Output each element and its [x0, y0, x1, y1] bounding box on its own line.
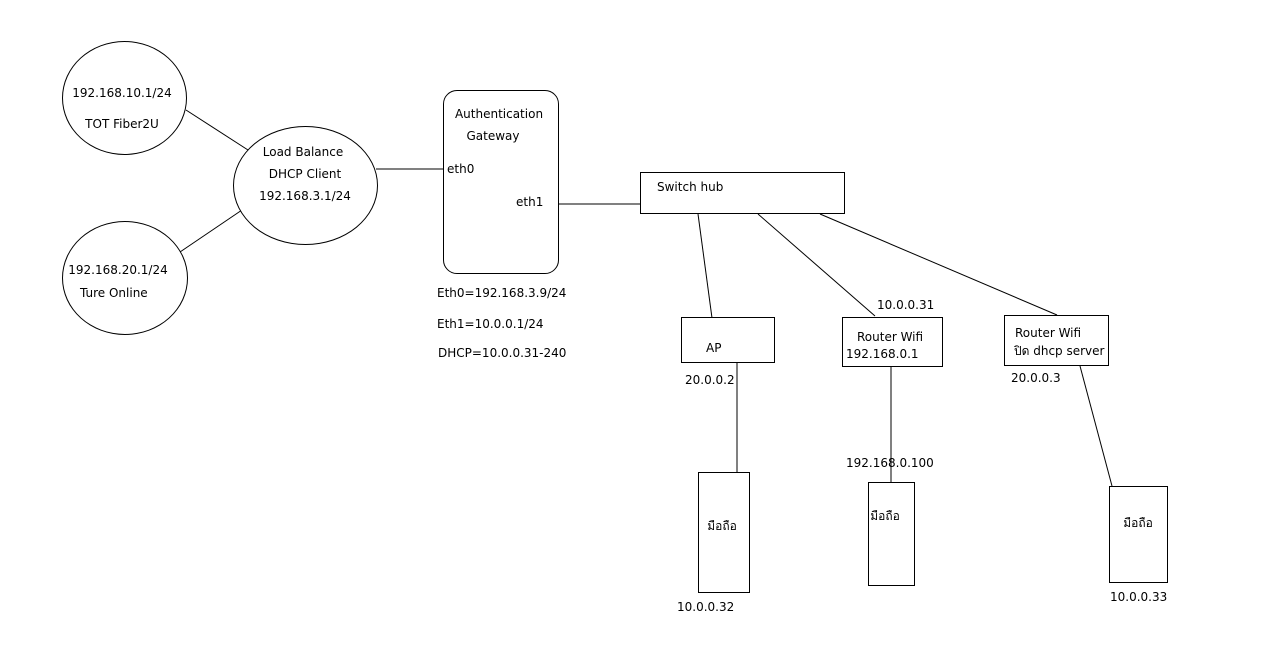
router1-title: Router Wifi	[857, 330, 924, 344]
router-wifi-1-node	[842, 317, 943, 367]
phone3-ip-label: 10.0.0.33	[1110, 590, 1168, 604]
gateway-dhcp-config: DHCP=10.0.0.31-240	[438, 346, 567, 360]
ap-ip-label: 20.0.0.2	[685, 373, 735, 387]
phone-2-node	[868, 482, 915, 586]
phone-1-node	[698, 472, 750, 593]
auth-gateway-subtitle: Gateway	[466, 129, 520, 143]
load-balance-dhcp-label: DHCP Client	[268, 167, 342, 181]
true-online-name-label: Ture Online	[80, 286, 148, 300]
load-balance-title: Load Balance	[262, 145, 344, 159]
true-online-node	[62, 221, 188, 335]
link-switch-router2	[819, 213, 1058, 316]
switch-hub-label: Switch hub	[657, 180, 724, 194]
auth-gateway-title: Authentication	[454, 107, 544, 121]
link-true-loadbalance	[179, 209, 243, 253]
auth-gateway-node	[443, 90, 559, 274]
link-router2-phone3	[1079, 365, 1113, 487]
gateway-eth0-config: Eth0=192.168.3.9/24	[437, 286, 567, 300]
switch-hub-node	[640, 172, 845, 214]
ap-label: AP	[706, 341, 722, 355]
tot-ip-label: 192.168.10.1/24	[72, 86, 172, 100]
ap-node	[681, 317, 775, 363]
phone1-label: มือถือ	[707, 519, 737, 533]
phone2-ip-label: 192.168.0.100	[846, 456, 934, 470]
eth1-port-label: eth1	[516, 195, 544, 209]
eth0-port-label: eth0	[447, 162, 475, 176]
tot-name-label: TOT Fiber2U	[85, 117, 159, 131]
router2-ip-label: 20.0.0.3	[1011, 371, 1061, 385]
link-switch-ap	[697, 213, 713, 319]
true-online-ip-label: 192.168.20.1/24	[68, 263, 168, 277]
router2-dhcp-off-label: ปิด dhcp server	[1014, 344, 1105, 358]
link-tot-loadbalance	[185, 109, 249, 151]
router1-ip-label: 192.168.0.1	[846, 347, 919, 361]
phone3-label: มือถือ	[1123, 516, 1153, 530]
router-wifi-2-node	[1004, 315, 1109, 366]
load-balance-node	[233, 126, 378, 245]
phone-3-node	[1109, 486, 1168, 583]
phone2-label: มือถือ	[870, 509, 900, 523]
load-balance-ip-label: 192.168.3.1/24	[259, 189, 351, 203]
router2-title: Router Wifi	[1015, 326, 1082, 340]
link-switch-router1	[757, 213, 876, 317]
tot-fiber-node	[62, 41, 187, 155]
phone1-ip-label: 10.0.0.32	[677, 600, 735, 614]
gateway-eth1-config: Eth1=10.0.0.1/24	[437, 317, 544, 331]
router1-uplink-ip: 10.0.0.31	[877, 298, 935, 312]
